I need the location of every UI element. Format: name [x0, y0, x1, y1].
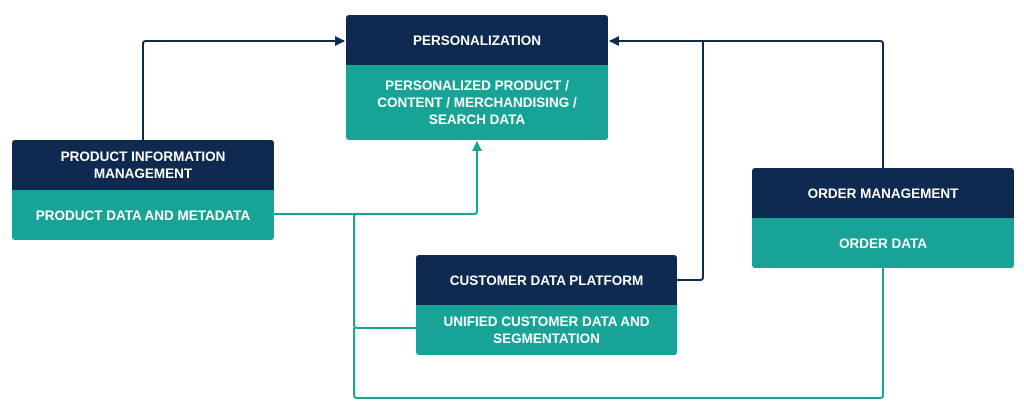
- edge-oms-data-to-trunk: [353, 268, 884, 399]
- node-pim: PRODUCT INFORMATION MANAGEMENT PRODUCT D…: [12, 140, 274, 240]
- personalization-data: PERSONALIZED PRODUCT / CONTENT / MERCHAN…: [346, 65, 608, 140]
- node-personalization: PERSONALIZATION PERSONALIZED PRODUCT / C…: [346, 15, 608, 140]
- pim-data: PRODUCT DATA AND METADATA: [12, 190, 274, 240]
- node-oms: ORDER MANAGEMENT ORDER DATA: [752, 168, 1014, 268]
- node-cdp: CUSTOMER DATA PLATFORM UNIFIED CUSTOMER …: [416, 255, 677, 355]
- personalization-title: PERSONALIZATION: [346, 15, 608, 65]
- cdp-title: CUSTOMER DATA PLATFORM: [416, 255, 677, 305]
- pim-title: PRODUCT INFORMATION MANAGEMENT: [12, 140, 274, 190]
- edge-pim-to-personalization: [142, 36, 345, 140]
- edge-cdp-to-personalization: [677, 41, 704, 281]
- edge-pim-data-to-personalization-data: [274, 141, 482, 215]
- cdp-data: UNIFIED CUSTOMER DATA AND SEGMENTATION: [416, 305, 677, 355]
- oms-data: ORDER DATA: [752, 218, 1014, 268]
- edge-oms-to-personalization: [609, 36, 884, 168]
- oms-title: ORDER MANAGEMENT: [752, 168, 1014, 218]
- edge-cdp-data-to-trunk: [353, 213, 416, 329]
